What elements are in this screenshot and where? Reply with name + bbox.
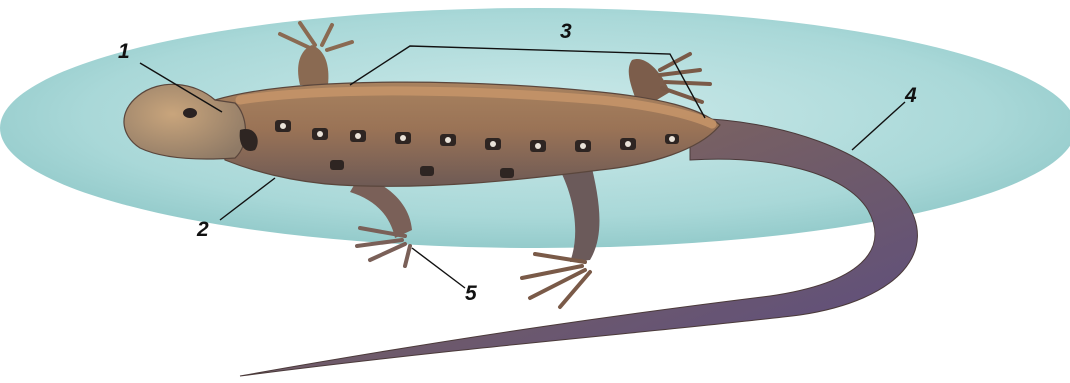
eye — [183, 108, 197, 118]
label-4: 4 — [904, 84, 917, 107]
label-5: 5 — [465, 282, 477, 305]
leader-5 — [412, 248, 465, 288]
label-2: 2 — [196, 218, 209, 241]
label-3: 3 — [560, 20, 572, 43]
label-1: 1 — [118, 40, 130, 63]
